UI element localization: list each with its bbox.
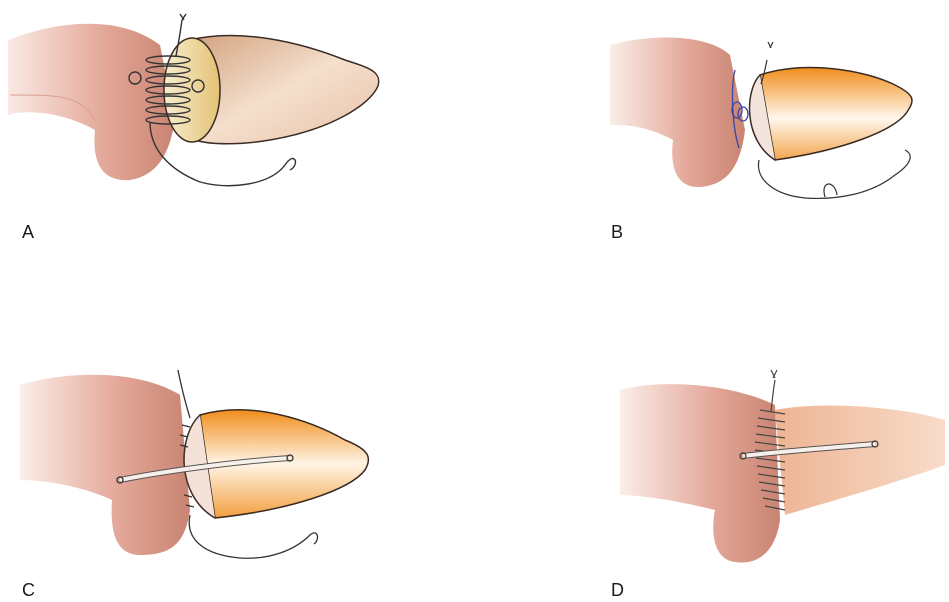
panel-label-c: C (22, 580, 35, 601)
panel-c-illustration-icon (0, 300, 475, 602)
panel-d: D (475, 300, 949, 602)
panel-label-a: A (22, 222, 34, 243)
panel-c: C (0, 300, 475, 602)
panel-a-illustration-icon (0, 0, 475, 300)
panel-d-illustration-icon (475, 300, 949, 602)
panel-label-b: B (611, 222, 623, 243)
panel-label-d: D (611, 580, 624, 601)
panel-b-illustration-icon (475, 0, 949, 300)
panel-b: B (475, 0, 949, 300)
panel-a: A (0, 0, 475, 300)
